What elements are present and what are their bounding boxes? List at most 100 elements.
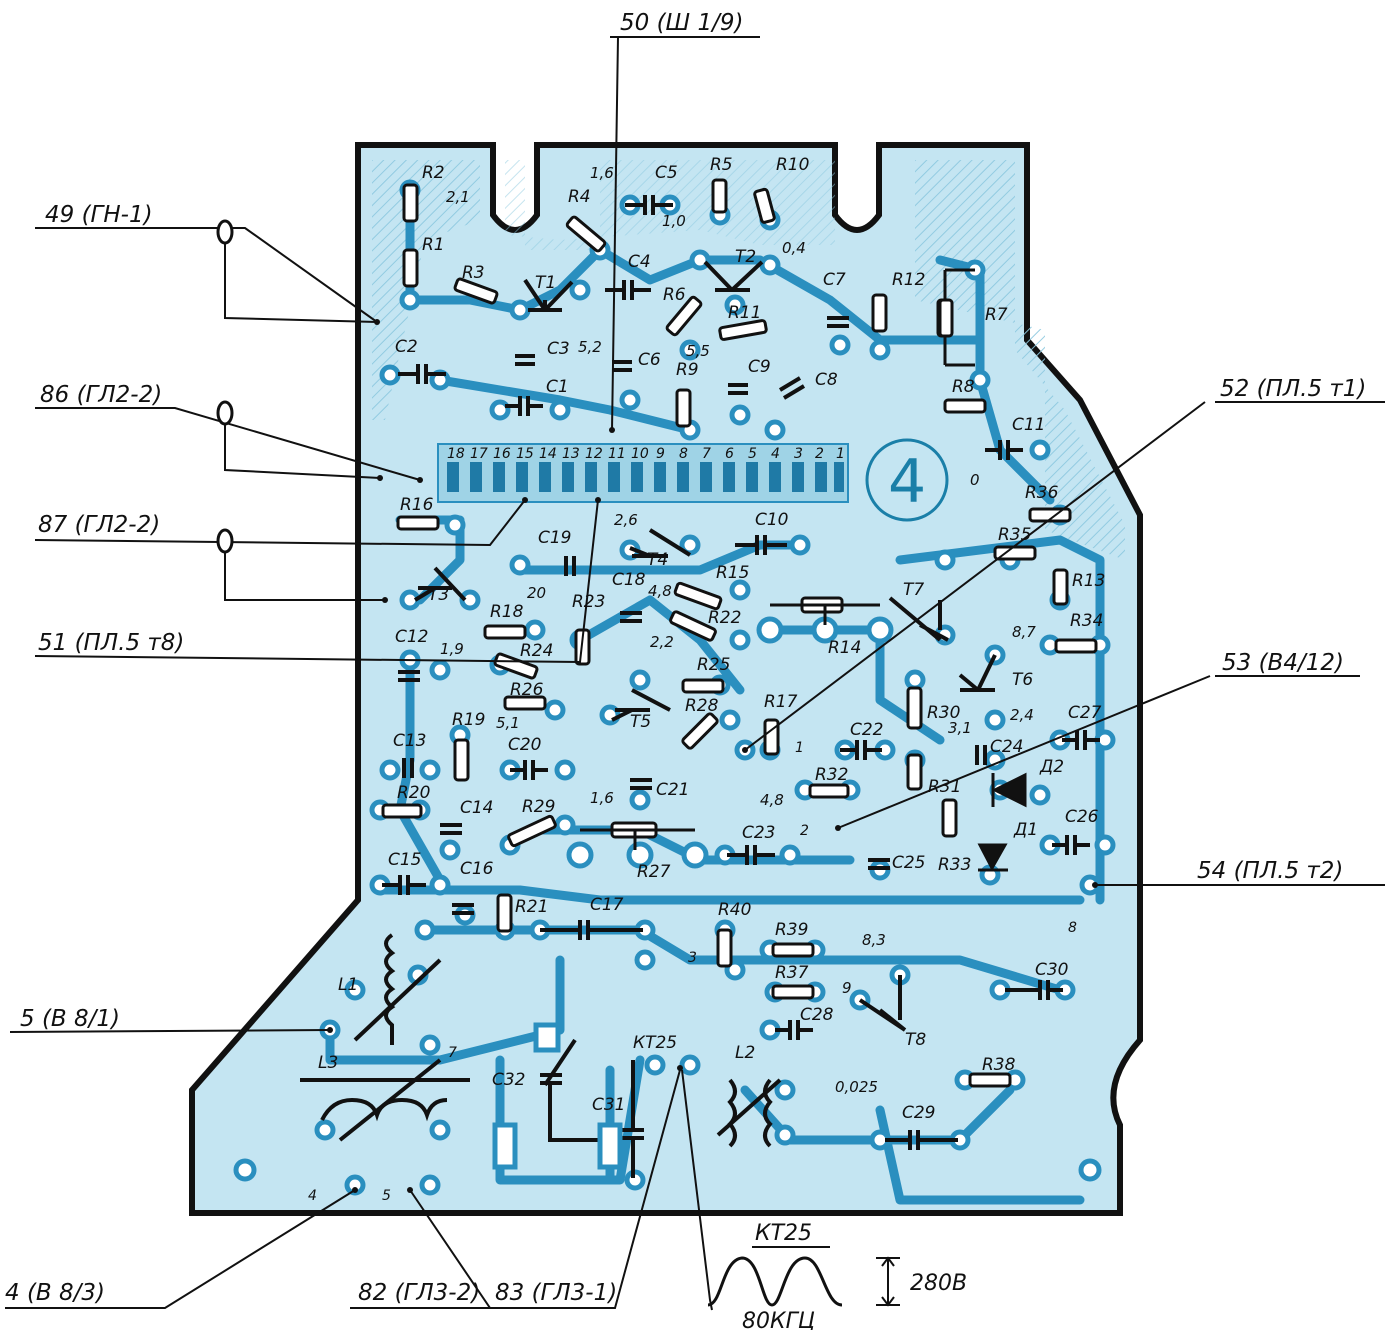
label-c11: C11 [1012,415,1046,435]
connector-pin: 14 [539,446,557,462]
label-c14: C14 [460,798,494,818]
voltage-label: 5,1 [496,714,520,732]
voltage-label: 5,2 [578,338,602,356]
callout-50: 50 (Ш 1/9) [620,10,743,36]
connector-pin: 10 [631,446,649,462]
label-r4: R4 [568,187,591,207]
capacitor-symbols [382,195,1100,1178]
label-t1: T1 [535,273,556,293]
label-r34: R34 [1070,611,1103,631]
label-t3: T3 [428,585,449,605]
label-r38: R38 [982,1055,1016,1075]
label-r13: R13 [1072,571,1105,591]
connector-pin: 9 [656,446,665,462]
label-l2: L2 [735,1043,755,1063]
connector-pin: 11 [608,446,626,462]
label-r32: R32 [815,765,848,785]
label-c15: C15 [388,850,422,870]
label-r6: R6 [663,285,686,305]
resistor-bodies [381,178,1098,1088]
board-number-circle [865,438,949,522]
voltage-label: 0,4 [782,239,806,257]
connector-pin: 3 [794,446,803,462]
label-c28: C28 [800,1005,834,1025]
label-r24: R24 [520,641,553,661]
label-c10: C10 [755,510,789,530]
label-r28: R28 [685,696,719,716]
voltage-label: 20 [527,584,546,602]
voltage-label: 1,9 [440,640,464,658]
voltage-label: 5,5 [686,342,710,360]
pad-number: 3 [688,950,697,966]
label-r19: R19 [452,710,485,730]
waveform-trace [707,1256,843,1307]
label-r16: R16 [400,495,434,515]
connector-pin: 13 [562,446,580,462]
label-c4: C4 [628,252,651,272]
waveform-amplitude: 280В [910,1271,967,1296]
trimmer-pots [580,268,975,850]
label-r26: R26 [510,680,544,700]
connector-pin: 15 [516,446,534,462]
callout-lines [5,36,1385,1311]
connector-pin: 16 [493,446,511,462]
waveform-inset: КТ25 80КГЦ 280В [707,1221,967,1330]
transistor-symbols [413,260,997,1032]
connector-pin: 17 [470,446,488,462]
callout-54: 54 (ПЛ.5 т2) [1197,858,1343,884]
label-r14: R14 [828,638,861,658]
ground-plane-right [915,160,1125,560]
callout-87: 87 (ГЛ2-2) [38,512,160,538]
label-t5: T5 [630,712,651,732]
label-c1: C1 [546,377,569,397]
label-t4: T4 [647,550,668,570]
label-r33: R33 [938,855,971,875]
label-r39: R39 [775,920,808,940]
label-r20: R20 [397,783,430,803]
label-t6: T6 [1012,670,1033,690]
label-c13: C13 [393,731,427,751]
label-r11: R11 [728,303,761,323]
connector-pin-labels: 18 17 16 15 14 13 12 11 10 9 8 7 6 5 4 3… [447,446,845,462]
pad-number: 4 [308,1188,317,1204]
label-c23: C23 [742,823,776,843]
callout-5: 5 (В 8/1) [20,1006,120,1032]
label-r30: R30 [927,703,960,723]
label-c5: C5 [655,163,678,183]
callout-82: 82 (ГЛ3-2) [358,1280,480,1306]
label-c20: C20 [508,735,542,755]
connector-pin: 6 [725,446,734,462]
label-c9: C9 [748,357,771,377]
pad-number: 5 [382,1188,391,1204]
connector-pin: 18 [447,446,465,462]
label-r27: R27 [637,862,671,882]
label-r31: R31 [928,777,961,797]
label-c31: C31 [592,1095,626,1115]
label-c6: C6 [638,350,661,370]
callout-labels: 50 (Ш 1/9) 49 (ГН-1) 86 (ГЛ2-2) 87 (ГЛ2-… [5,10,1366,1306]
label-r15: R15 [716,563,749,583]
label-r10: R10 [776,155,809,175]
voltage-label: 1,6 [590,164,614,182]
voltage-label: 3,1 [948,719,972,737]
label-kt25: КТ25 [633,1033,677,1053]
callout-52: 52 (ПЛ.5 т1) [1220,376,1366,402]
label-c8: C8 [815,370,838,390]
label-r23: R23 [572,592,605,612]
connector-pin: 8 [679,446,688,462]
waveform-frequency: 80КГЦ [742,1309,815,1330]
label-c3: C3 [547,339,570,359]
label-r22: R22 [708,608,741,628]
label-r5: R5 [710,155,733,175]
callout-dots [327,319,1098,1193]
label-c17: C17 [590,895,624,915]
voltage-label: 2,6 [614,511,638,529]
connector-pin: 4 [771,446,780,462]
label-r1: R1 [422,235,445,255]
connector-teeth [447,462,844,492]
voltage-label: 2,4 [1010,706,1034,724]
label-c21: C21 [656,780,690,800]
label-r29: R29 [522,797,555,817]
label-c22: C22 [850,720,884,740]
